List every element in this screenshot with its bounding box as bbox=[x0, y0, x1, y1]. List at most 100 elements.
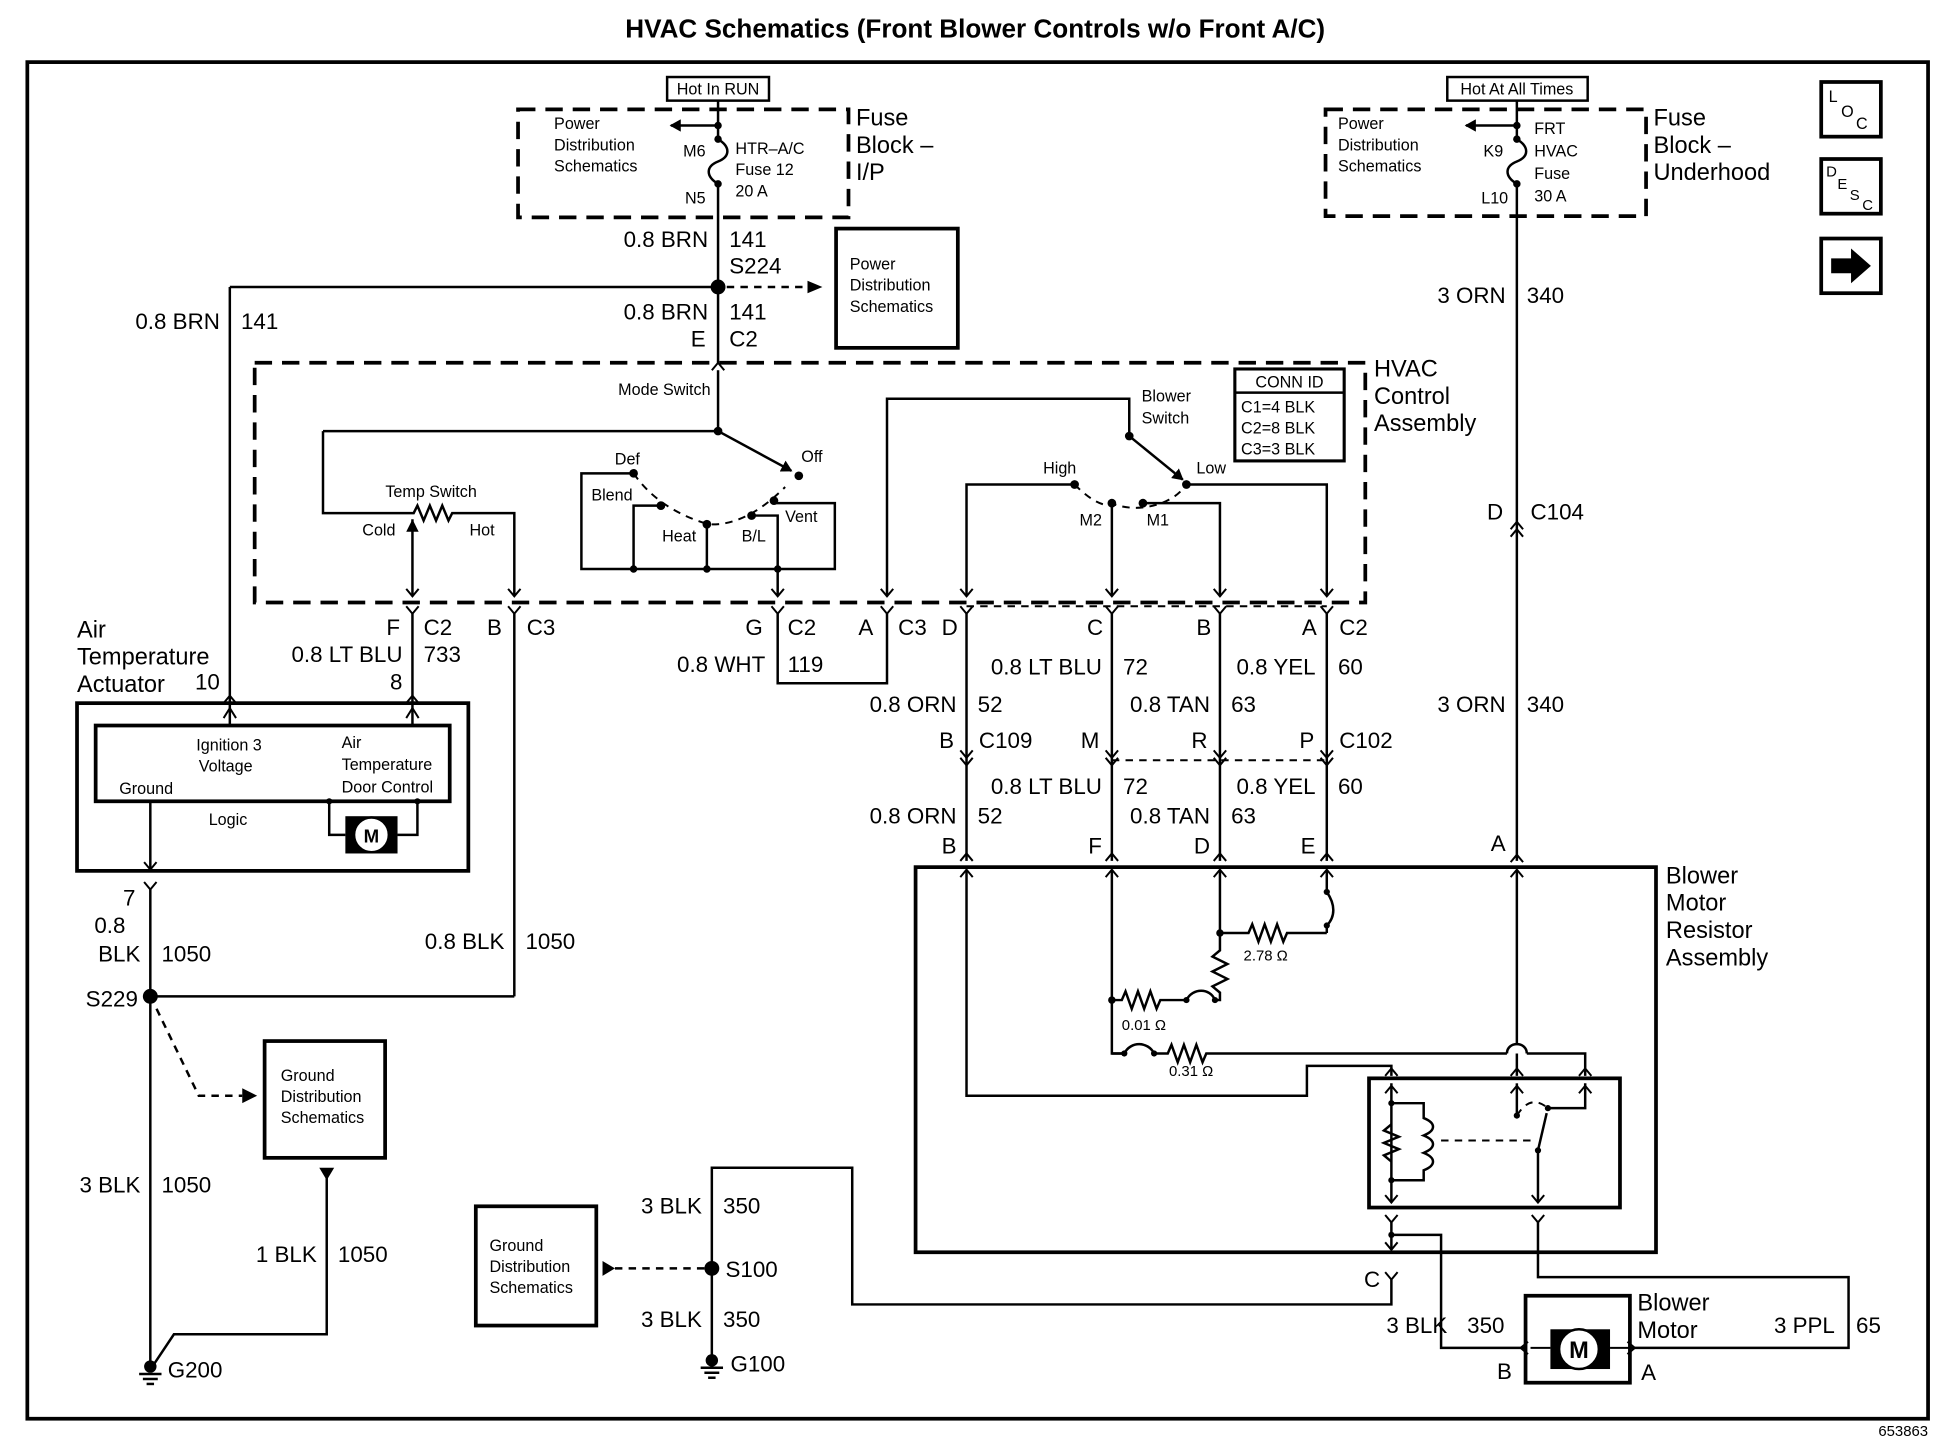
description-button[interactable]: D E S C bbox=[1819, 157, 1883, 216]
conn-id-row-1: C1=4 BLK bbox=[1241, 398, 1315, 416]
blower-motor-pin-b: B bbox=[1497, 1359, 1512, 1384]
w141-mid-gauge: 0.8 BRN bbox=[624, 299, 709, 324]
fuse-ip-pd-line3: Schematics bbox=[554, 157, 637, 175]
actuator-motor-icon bbox=[352, 816, 391, 854]
gd1-line3: Schematics bbox=[281, 1109, 364, 1127]
w733-gauge: 0.8 LT BLU bbox=[291, 642, 402, 667]
c102-pin-m: M bbox=[1081, 728, 1100, 753]
resistor-r2-label: 0.01 Ω bbox=[1122, 1018, 1166, 1034]
mode-switch-label: Mode Switch bbox=[618, 381, 710, 399]
resistor-r1-label: 2.78 Ω bbox=[1244, 948, 1288, 964]
ground-distribution-box-1[interactable]: Ground Distribution Schematics bbox=[262, 1039, 387, 1160]
w340-top-gauge: 3 ORN bbox=[1437, 283, 1505, 308]
ground-distribution-box-2[interactable]: Ground Distribution Schematics bbox=[473, 1204, 599, 1328]
fuse-ip-pin-top: M6 bbox=[683, 143, 705, 161]
w1050-act-gauge-a: 0.8 bbox=[94, 913, 125, 938]
w119-conn: C2 bbox=[788, 615, 817, 640]
ground-circuit-350: Ground Distribution Schematics S100 3 BL… bbox=[473, 1166, 1399, 1379]
location-button[interactable]: L O C bbox=[1819, 80, 1883, 139]
resistor-assy-line2: Motor bbox=[1666, 891, 1726, 917]
w119-circuit: 119 bbox=[788, 652, 824, 677]
w63-pin-bot: D bbox=[1194, 833, 1210, 858]
w60-gauge-lower: 0.8 YEL bbox=[1236, 774, 1315, 799]
act-door-line1: Air bbox=[342, 734, 362, 752]
fuse-uh-name-line4: 30 A bbox=[1534, 187, 1567, 205]
w340-pin-a: A bbox=[1491, 831, 1506, 856]
w1050-act-pin: 7 bbox=[123, 886, 135, 911]
blower-pos-m2: M2 bbox=[1080, 512, 1102, 530]
w119-gauge: 0.8 WHT bbox=[677, 652, 766, 677]
splice-s229: S229 bbox=[86, 986, 138, 1011]
blower-switch-label-2: Switch bbox=[1142, 410, 1190, 428]
w1050-act-gauge-b: BLK bbox=[98, 942, 140, 967]
c102-pin-p: P bbox=[1299, 728, 1314, 753]
w350-motor-gauge: 3 BLK bbox=[1386, 1313, 1447, 1338]
fuse-uh-block-line3: Underhood bbox=[1654, 160, 1771, 186]
w63-circuit-upper: 63 bbox=[1231, 692, 1256, 717]
next-page-button[interactable] bbox=[1819, 236, 1883, 296]
loc-letter-o: O bbox=[1841, 103, 1854, 121]
w350-motor-circuit: 350 bbox=[1467, 1313, 1504, 1338]
w350-top-circuit: 350 bbox=[723, 1194, 760, 1219]
w1050-1-circuit: 1050 bbox=[338, 1242, 388, 1267]
w141-conn-c2: C2 bbox=[729, 327, 758, 352]
fuse-uh-name-line1: FRT bbox=[1534, 120, 1565, 138]
blower-pos-high: High bbox=[1043, 459, 1076, 477]
w119-pin: G bbox=[745, 615, 762, 640]
desc-letter-c: C bbox=[1862, 198, 1873, 214]
w141-top-gauge: 0.8 BRN bbox=[624, 227, 709, 252]
ground-g200: G200 bbox=[168, 1358, 223, 1383]
w350-bot-circuit: 350 bbox=[723, 1307, 760, 1332]
w141-top-circuit: 141 bbox=[729, 227, 766, 252]
temp-switch-cold: Cold bbox=[362, 521, 395, 539]
diagram-title: HVAC Schematics (Front Blower Controls w… bbox=[625, 13, 1325, 43]
w52-gauge-lower: 0.8 ORN bbox=[870, 804, 957, 829]
w52-circuit-upper: 52 bbox=[978, 692, 1003, 717]
w733-conn: C2 bbox=[424, 615, 453, 640]
w72-circuit-upper: 72 bbox=[1123, 655, 1148, 680]
c3-conn-a: C3 bbox=[898, 615, 927, 640]
w1050-1-gauge: 1 BLK bbox=[256, 1242, 317, 1267]
conn-id-row-3: C3=3 BLK bbox=[1241, 441, 1315, 459]
fuse-ip-name-line2: Fuse 12 bbox=[735, 161, 793, 179]
power-distribution-box[interactable]: Power Distribution Schematics bbox=[834, 226, 960, 350]
ground-g100-icon bbox=[700, 1354, 724, 1379]
pd-box-line2: Distribution bbox=[850, 277, 931, 295]
w60-circuit-lower: 60 bbox=[1338, 774, 1363, 799]
w52-pin-top: D bbox=[942, 615, 958, 640]
w141-pin-e: E bbox=[691, 327, 706, 352]
temp-switch: Temp Switch Cold Hot bbox=[321, 431, 522, 598]
figure-id: 653863 bbox=[1878, 1424, 1928, 1440]
actuator-line2: Temperature bbox=[77, 645, 209, 671]
fuse-uh-pd-line3: Schematics bbox=[1338, 157, 1421, 175]
w141-left-gauge: 0.8 BRN bbox=[135, 309, 220, 334]
fuse-uh-block-line2: Block – bbox=[1654, 133, 1732, 159]
loc-letter-l: L bbox=[1829, 88, 1838, 106]
fuse-ip-block-line2: Block – bbox=[856, 133, 934, 159]
resistor-assy-line4: Assembly bbox=[1666, 945, 1768, 971]
w72-circuit-lower: 72 bbox=[1123, 774, 1148, 799]
arrow-right-icon bbox=[1831, 248, 1871, 284]
blower-motor-line2: Motor bbox=[1637, 1318, 1697, 1344]
c102-conn: C102 bbox=[1339, 728, 1392, 753]
conn-id-table: CONN ID C1=4 BLK C2=8 BLK C3=3 BLK bbox=[1233, 367, 1346, 463]
hvac-control-line1: HVAC bbox=[1374, 356, 1438, 382]
fuse-ip-name-line3: 20 A bbox=[735, 182, 768, 200]
hvac-control-assembly: HVAC Control Assembly CONN ID C1=4 BLK C… bbox=[252, 356, 1476, 605]
resistor-r3-label: 0.31 Ω bbox=[1169, 1064, 1213, 1080]
fuse-uh-pd-line2: Distribution bbox=[1338, 136, 1419, 154]
c104-pin: D bbox=[1487, 499, 1503, 524]
fuse-ip-pd-line1: Power bbox=[554, 115, 600, 133]
fuse-uh-pin-top: K9 bbox=[1483, 143, 1503, 161]
gd2-line2: Distribution bbox=[489, 1258, 570, 1276]
w60-pin-bot: E bbox=[1301, 833, 1316, 858]
hot-in-run-label: Hot In RUN bbox=[677, 80, 760, 98]
w1050-c3-circuit: 1050 bbox=[525, 929, 575, 954]
w1050-g-circuit: 1050 bbox=[162, 1173, 212, 1198]
mode-pos-off: Off bbox=[801, 448, 823, 466]
c-pin: C bbox=[1364, 1267, 1380, 1292]
act-ign-line2: Voltage bbox=[199, 757, 253, 775]
loc-letter-c: C bbox=[1856, 115, 1868, 133]
w72-gauge-lower: 0.8 LT BLU bbox=[991, 774, 1102, 799]
fuse-uh-pin-bot: L10 bbox=[1481, 190, 1508, 208]
